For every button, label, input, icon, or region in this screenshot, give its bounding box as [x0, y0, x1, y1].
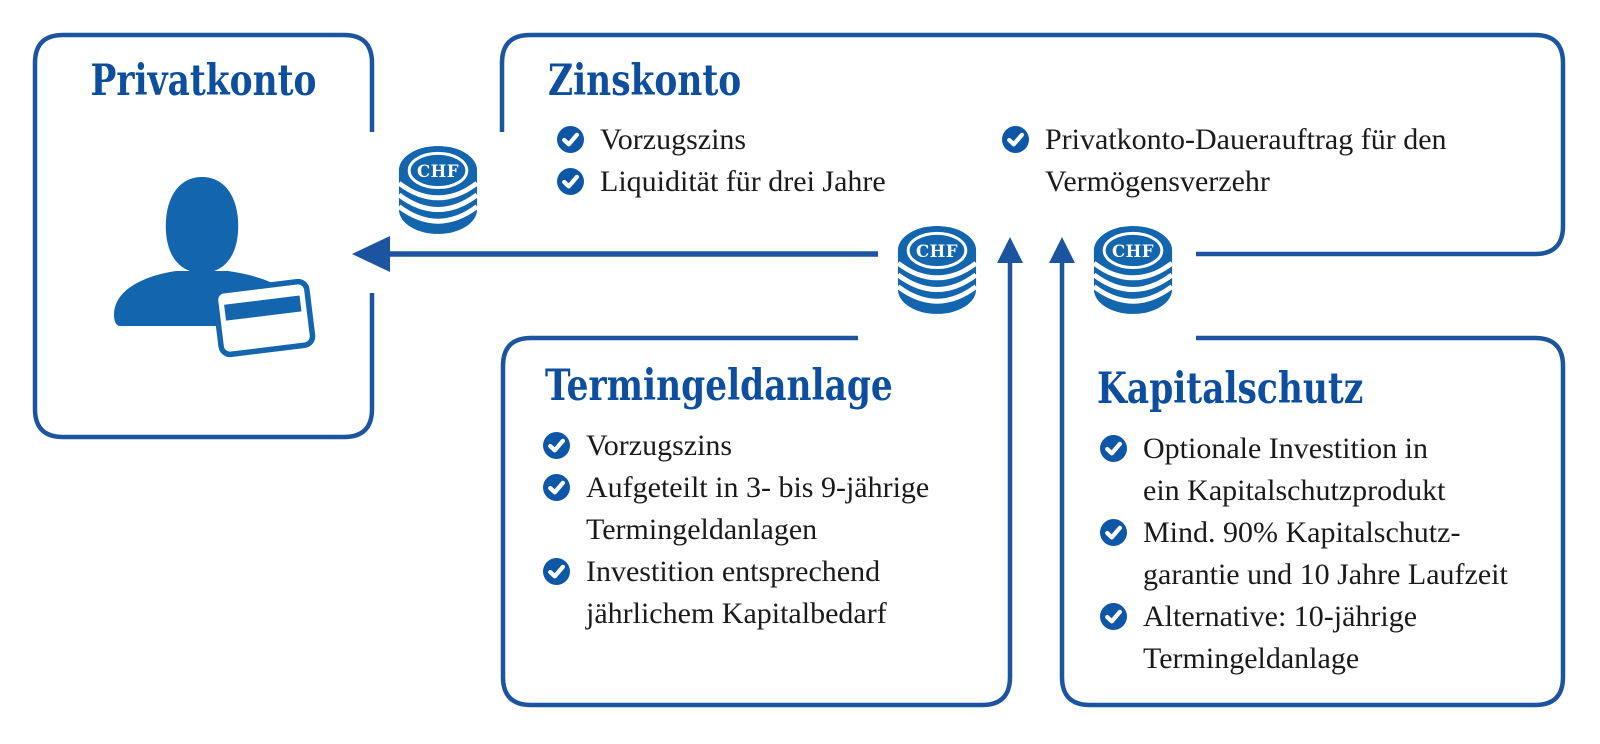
termingeldanlage-bullet-list: Vorzugszins Aufgeteilt in 3- bis 9-jähri… [543, 425, 929, 635]
svg-text:CHF: CHF [916, 241, 958, 261]
svg-text:CHF: CHF [1112, 241, 1154, 261]
chf-coins-kapitalschutz: CHF [1092, 224, 1174, 316]
chf-coin-stack-icon: CHF [1092, 226, 1174, 314]
list-item: Vorzugszins [543, 425, 929, 467]
list-item: Vorzugszins [557, 119, 886, 161]
chf-coin-stack-icon: CHF [397, 146, 479, 234]
termingeldanlage-box-outline [500, 260, 1013, 708]
kapitalschutz-box-outline [1059, 260, 1566, 708]
zinskonto-box-outline [499, 32, 1566, 257]
zinskonto-title: Zinskonto [548, 56, 742, 106]
chf-coin-stack-icon: CHF [896, 226, 978, 314]
check-circle-icon [543, 474, 570, 501]
list-item-text: Mind. 90% Kapitalschutz-garantie und 10 … [1143, 516, 1508, 591]
check-circle-icon [543, 558, 570, 585]
privatkonto-box-outline [32, 32, 375, 440]
check-circle-icon [1100, 603, 1127, 630]
check-circle-icon [557, 126, 584, 153]
list-item-text: Vorzugszins [586, 429, 733, 462]
privatkonto-title: Privatkonto [90, 56, 317, 106]
chf-coins-termingeldanlage: CHF [896, 224, 978, 316]
check-circle-icon [557, 168, 584, 195]
list-item: Liquidität für drei Jahre [557, 161, 886, 203]
check-circle-icon [1100, 519, 1127, 546]
svg-text:CHF: CHF [417, 161, 459, 181]
arrow-to-privatkonto-head [352, 236, 390, 272]
termingeldanlage-title: Termingeldanlage [545, 361, 893, 411]
arrow-up-kapitalschutz-head [1049, 237, 1075, 263]
zinskonto-bullet-list-left: Vorzugszins Liquidität für drei Jahre [557, 119, 886, 203]
list-item-text: Vorzugszins [600, 123, 747, 156]
check-circle-icon [1100, 435, 1127, 462]
chf-coins-privatkonto: CHF [397, 144, 479, 236]
arrow-up-termingeldanlage-head [997, 237, 1023, 263]
list-item: Mind. 90% Kapitalschutz-garantie und 10 … [1100, 512, 1508, 596]
account-holder-card-icon [112, 174, 316, 364]
list-item-text: Liquidität für drei Jahre [600, 165, 886, 198]
check-circle-icon [1002, 126, 1029, 153]
kapitalschutz-title: Kapitalschutz [1097, 364, 1364, 414]
check-circle-icon [543, 432, 570, 459]
